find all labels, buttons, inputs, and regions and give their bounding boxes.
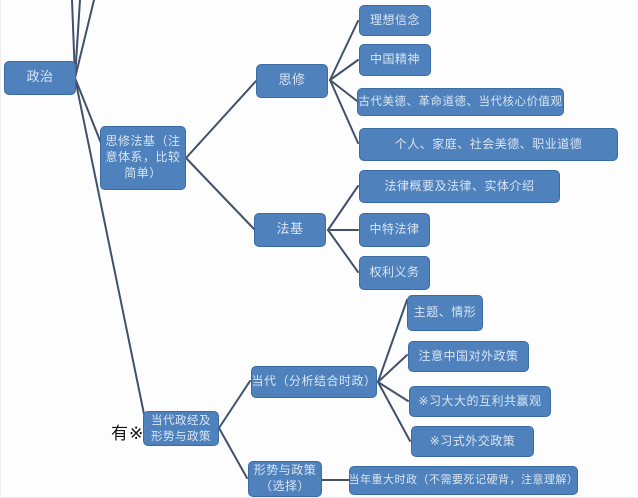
node-china-foreign-policy: 注意中国对外政策 xyxy=(408,341,529,372)
node-contemporary-politics-economy-situation-policy: 当代政经及形势与政策 xyxy=(143,411,219,446)
node-situation-and-policy: 形势与政策（选择） xyxy=(248,461,322,497)
node-xi-style-diplomacy: ※习式外交政策 xyxy=(411,426,534,457)
node-major-current-events: 当年重大时政（不需要死记硬背，注意理解） xyxy=(349,466,578,495)
node-law-overview-entities: 法律概要及法律、实体介绍 xyxy=(359,170,560,203)
node-personal-family-social-virtues: 个人、家庭、社会美德、职业道德 xyxy=(359,128,618,161)
node-china-specific-law: 中特法律 xyxy=(359,213,430,247)
node-mutual-benefit-win-win-view: ※习大大的互利共赢观 xyxy=(409,386,551,417)
annotation-has-star: 有※ xyxy=(111,424,145,444)
node-morals: 思修 xyxy=(256,64,328,98)
node-morals-and-law-basics: 思修法基（注意体系，比较简单） xyxy=(100,126,186,190)
node-contemporary-analysis-current-affairs: 当代（分析结合时政） xyxy=(251,366,377,398)
node-politics: 政治 xyxy=(4,61,76,95)
node-law-basics: 法基 xyxy=(254,213,326,247)
node-chinese-spirit: 中国精神 xyxy=(359,44,431,76)
node-ideals-beliefs: 理想信念 xyxy=(359,5,431,36)
node-theme-situation: 主题、情形 xyxy=(407,295,483,331)
node-rights-obligations: 权利义务 xyxy=(359,256,430,290)
node-ancient-virtues-core-values: 古代美德、革命道德、当代核心价值观 xyxy=(357,88,564,116)
